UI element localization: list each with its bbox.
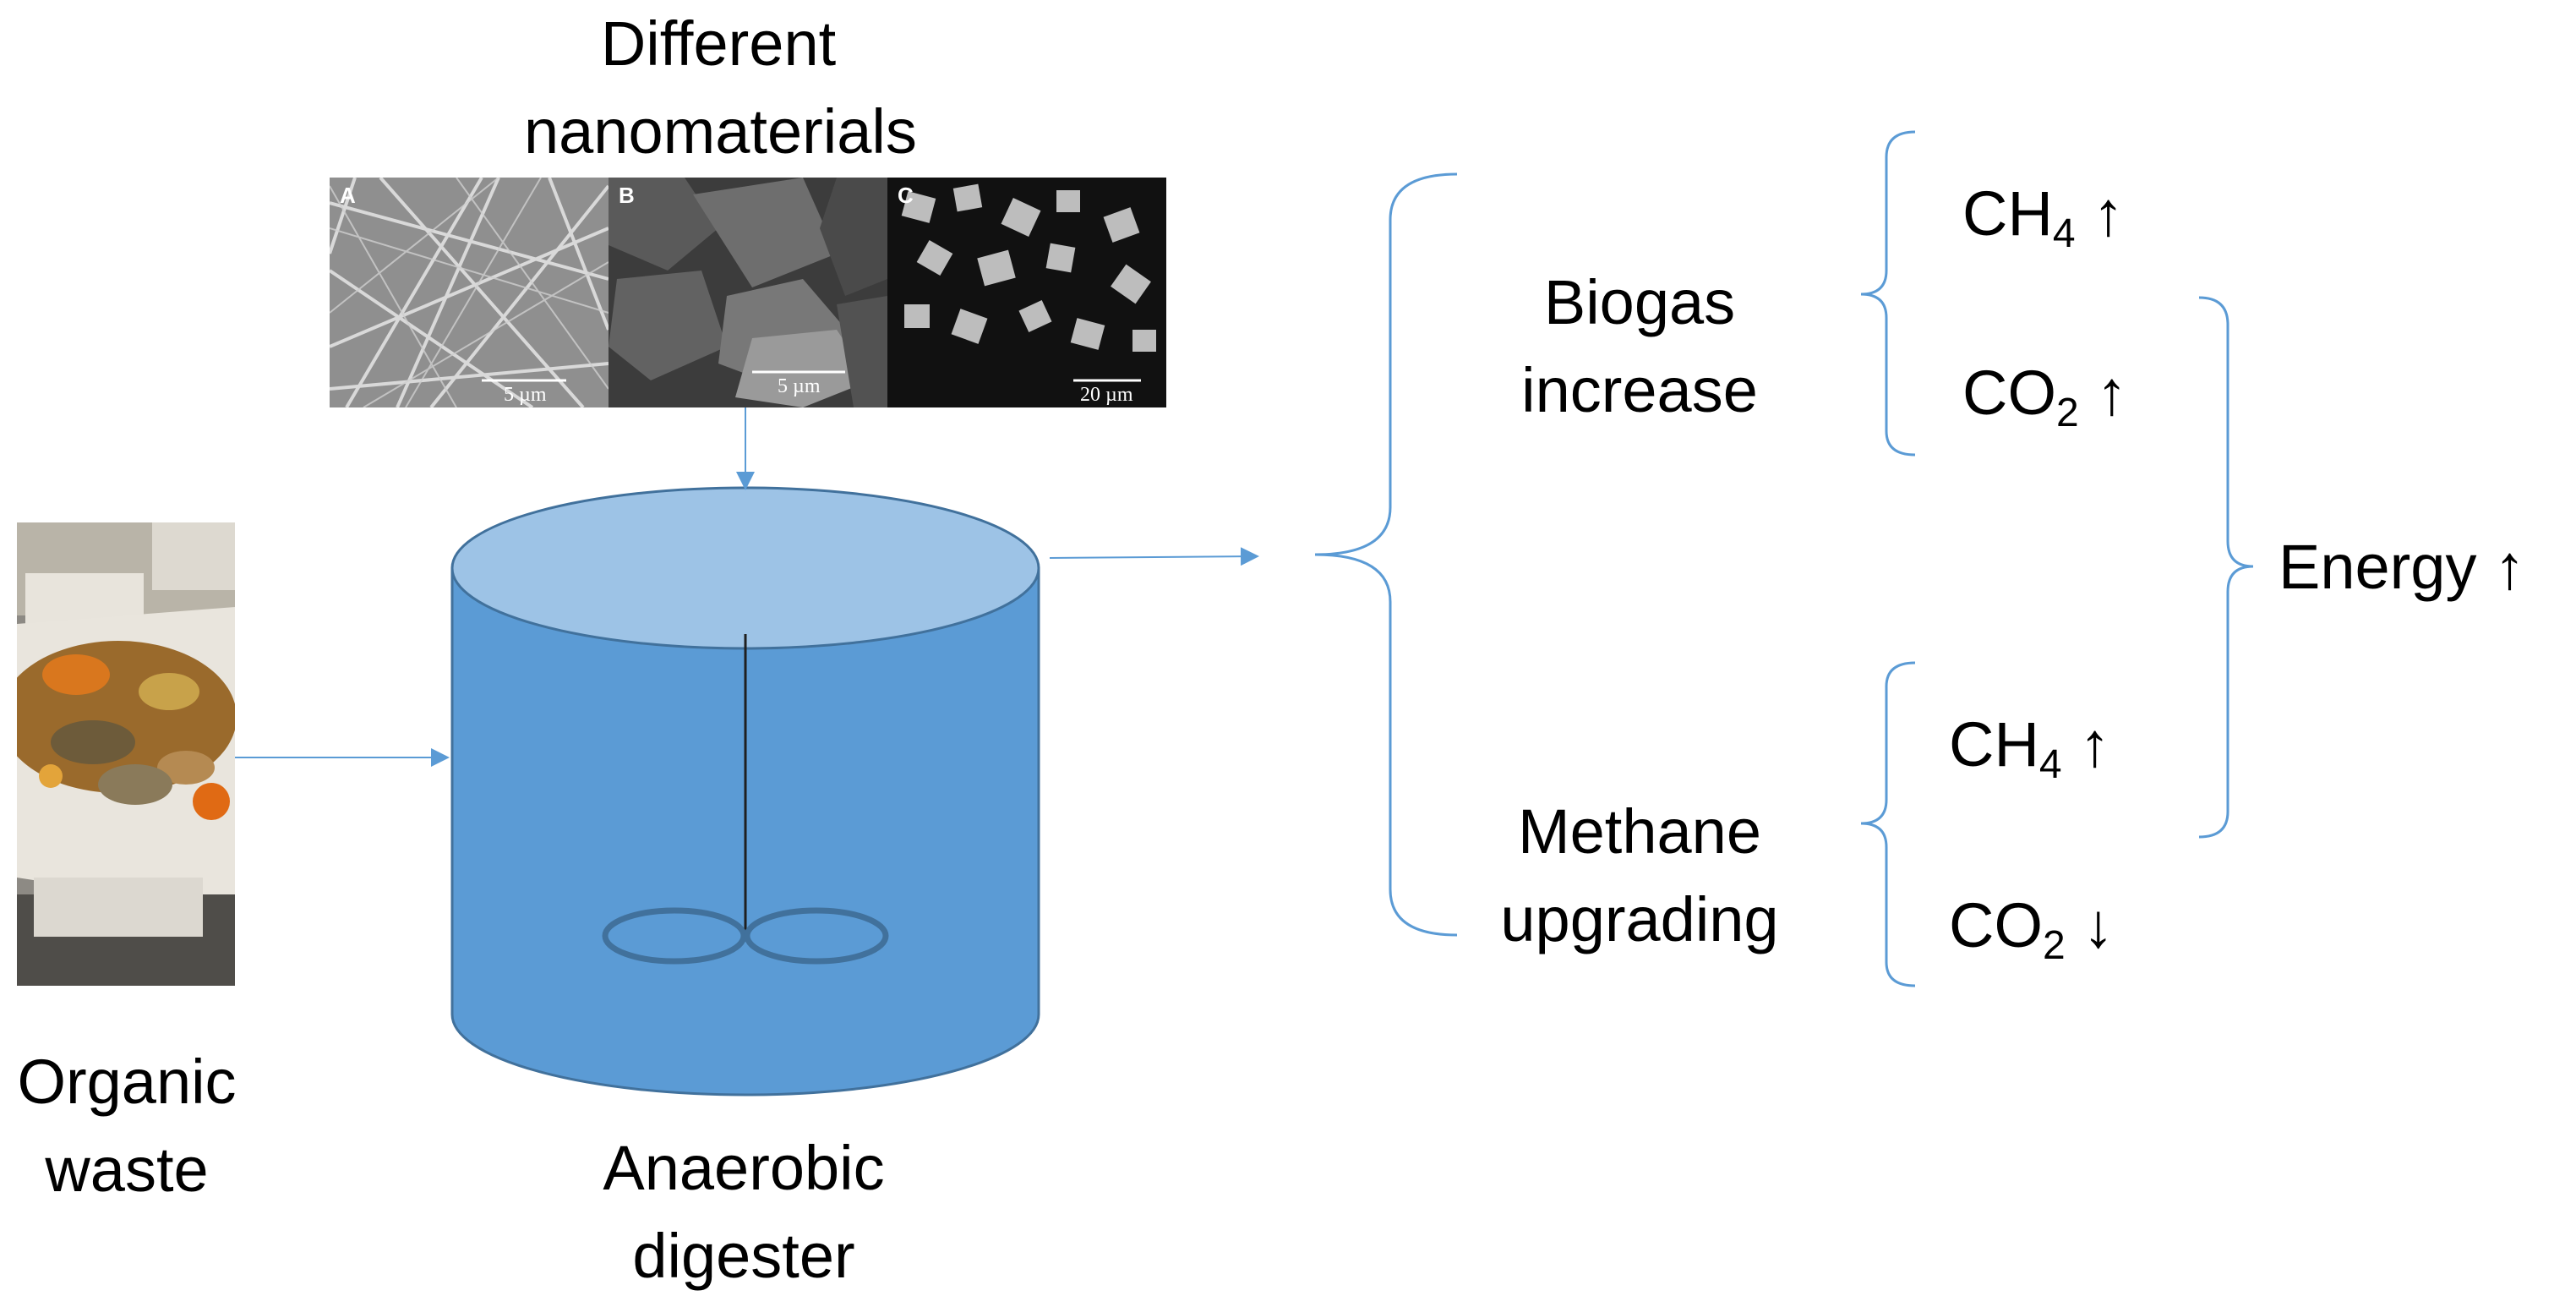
biogas-increase-line2: increase [1521,355,1758,425]
sem-panel-a-scale: 5 µm [504,384,547,406]
brace-biogas [1860,130,1916,457]
gas-formula: CO [1962,358,2056,428]
stirrer-blade-right [744,907,889,965]
anaerobic-digester-label-line1: Anaerobic [603,1133,885,1203]
brace-energy [2198,296,2254,839]
sem-panel-b-scale: 5 µm [778,375,821,397]
sem-panel-b-image [609,178,887,407]
nanomaterials-title-line1: Different [600,8,837,79]
arrow-up-icon: ↑ [2079,709,2111,779]
gas-formula: CO [1949,890,2043,960]
sem-panel-a-tag: A [340,183,356,208]
tank-top [450,486,1040,650]
brace-upgrading [1860,661,1916,987]
organic-waste-photo [17,522,235,986]
gas-ch4-up-upgrading: CH4 ↑ [1949,707,2110,803]
gas-subscript: 2 [2056,391,2079,435]
nanomaterials-title-line2: nanomaterials [524,96,917,167]
sem-panel-c-image [887,178,1166,407]
sem-micrographs: A B C 5 µm 5 µm 20 µm [330,178,1166,407]
gas-formula: CH [1949,709,2039,779]
sem-panel-a-image [330,178,610,407]
anaerobic-digester-label-line2: digester [632,1221,855,1291]
methane-upgrading-line1: Methane [1518,796,1761,867]
biogas-increase-line1: Biogas [1543,267,1736,337]
arrow-up-icon: ↑ [2093,178,2125,249]
anaerobic-digester-label: Anaerobic digester [549,1124,938,1300]
arrow-digester-to-outcomes [1049,547,1259,566]
sem-panel-c-tag: C [898,183,914,208]
anaerobic-digester-tank [450,486,1040,1096]
energy-label: Energy ↑ [2279,532,2526,602]
organic-waste-label: Organic waste [0,1038,254,1214]
methane-upgrading-label: Methane upgrading [1479,788,1800,964]
brace-outcomes [1314,172,1458,937]
gas-subscript: 4 [2038,742,2062,787]
arrow-up-icon: ↑ [2096,358,2128,428]
gas-co2-up-biogas: CO2 ↑ [1962,355,2127,451]
sem-panel-b-tag: B [619,183,635,208]
organic-waste-label-line1: Organic [17,1047,237,1117]
gas-formula: CH [1962,178,2053,249]
sem-images [330,178,1166,407]
sem-panel-c-scale: 20 µm [1080,384,1133,406]
gas-co2-down-upgrading: CO2 ↓ [1949,888,2114,984]
organic-waste-label-line2: waste [45,1135,209,1205]
methane-upgrading-line2: upgrading [1500,884,1779,954]
gas-subscript: 4 [2052,211,2076,256]
organic-waste-image [17,522,235,986]
gas-ch4-up-biogas: CH4 ↑ [1962,176,2124,272]
biogas-increase-label: Biogas increase [1479,259,1800,435]
gas-subscript: 2 [2043,923,2066,968]
nanomaterials-title: Different nanomaterials [524,0,917,176]
arrow-down-icon: ↓ [2082,890,2115,960]
stirrer-blade-left [602,907,747,965]
